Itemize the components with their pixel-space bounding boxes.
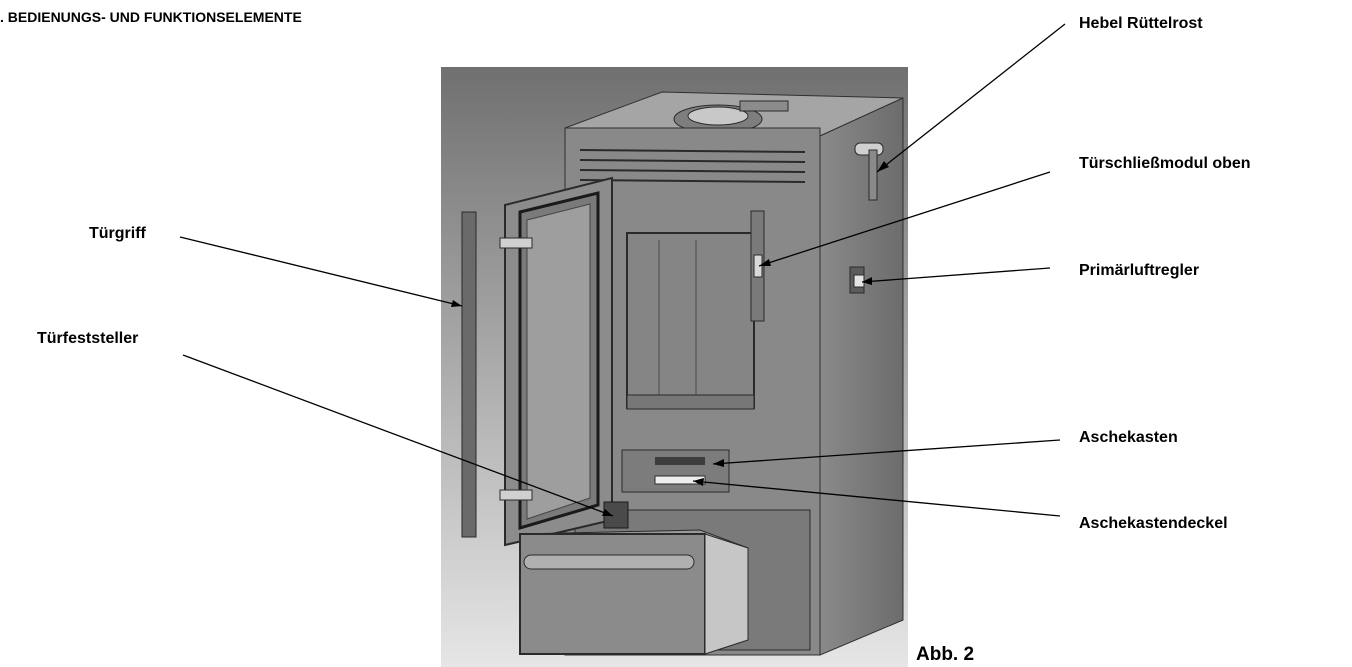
figure-caption: Abb. 2: [916, 644, 975, 665]
label-hebel-ruettelrost: Hebel Rüttelrost: [1079, 15, 1203, 32]
label-tuergriff: Türgriff: [89, 225, 146, 242]
label-aschekastendeckel: Aschekastendeckel: [1079, 515, 1228, 532]
shaker-grate-lever: [854, 142, 884, 201]
open-door: [499, 176, 613, 547]
section-heading: . BEDIENUNGS- UND FUNKTIONSELEMENTE: [0, 9, 302, 25]
leader-arrowheads: [451, 161, 889, 516]
ash-drawer: [519, 529, 749, 655]
leader-lines: [179, 23, 1066, 517]
label-tuerfeststeller: Türfeststeller: [37, 330, 139, 347]
label-aschekasten: Aschekasten: [1079, 429, 1178, 446]
label-primaerluftregler: Primärluftregler: [1079, 262, 1200, 279]
primary-air-regulator: [849, 266, 865, 294]
label-tuerschliessmodul-oben: Türschließmodul oben: [1079, 155, 1251, 172]
door-handle: [461, 211, 477, 538]
